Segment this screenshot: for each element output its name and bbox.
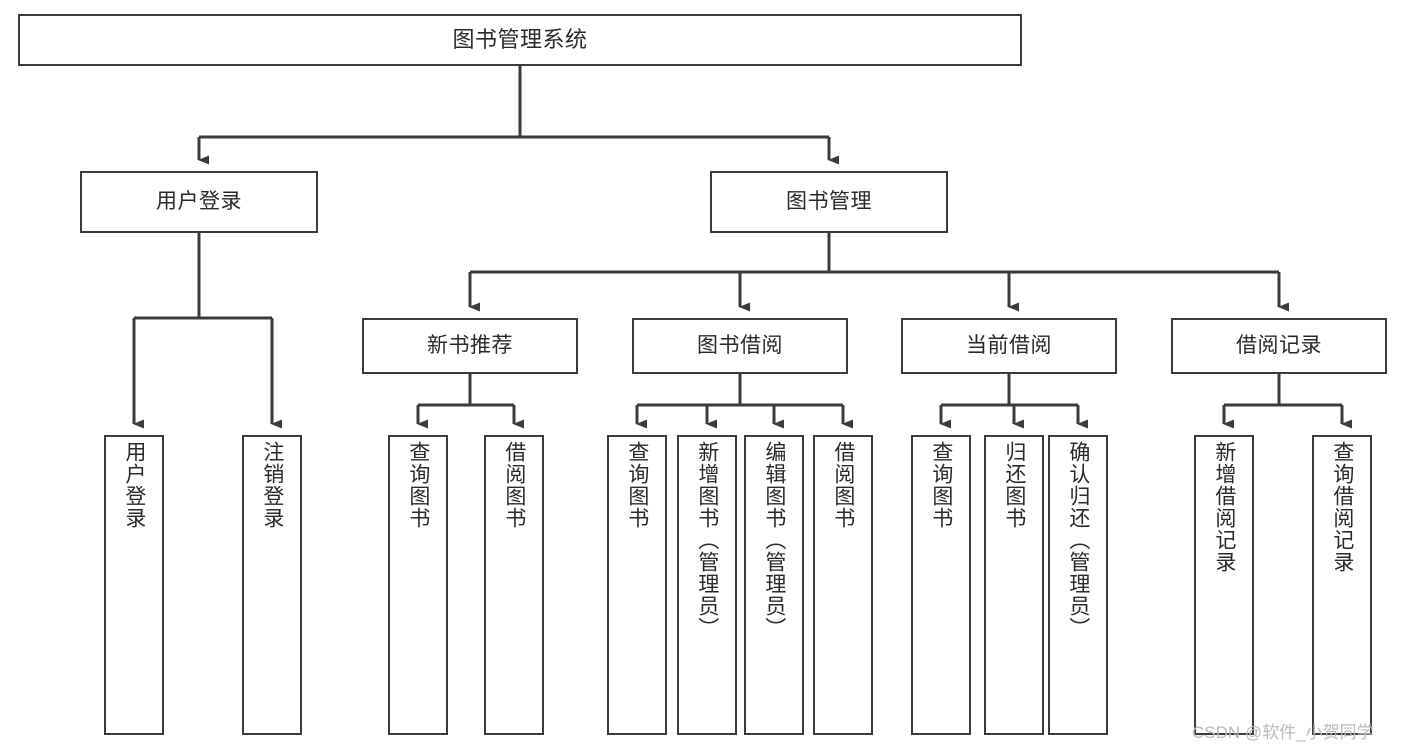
leaf-node-12: 查询借阅记录: [1312, 435, 1372, 735]
leaf-node-label: 查询图书: [406, 441, 430, 529]
level2-node-1: 图书管理: [710, 171, 948, 233]
leaf-node-0: 用户登录: [104, 435, 164, 735]
leaf-node-3: 借阅图书: [484, 435, 544, 735]
level2-node-label: 图书管理: [786, 190, 872, 214]
leaf-node-label: 借阅图书: [502, 441, 526, 529]
leaf-node-label: 归还图书: [1002, 441, 1026, 529]
leaf-node-label: 新增借阅记录: [1212, 441, 1236, 573]
leaf-node-11: 新增借阅记录: [1194, 435, 1254, 735]
level3-node-3: 借阅记录: [1171, 318, 1387, 374]
level2-node-label: 用户登录: [156, 190, 242, 214]
leaf-node-10: 确认归还（管理员）: [1048, 435, 1108, 735]
level3-node-label: 图书借阅: [697, 334, 783, 358]
root-node: 图书管理系统: [18, 14, 1022, 66]
root-node-label: 图书管理系统: [452, 26, 588, 52]
leaf-node-2: 查询图书: [388, 435, 448, 735]
leaf-node-label: 查询借阅记录: [1330, 441, 1354, 573]
level3-node-label: 当前借阅: [966, 334, 1052, 358]
level3-node-label: 新书推荐: [427, 334, 513, 358]
leaf-node-4: 查询图书: [607, 435, 667, 735]
level3-node-1: 图书借阅: [632, 318, 848, 374]
leaf-node-label: 借阅图书: [831, 441, 855, 529]
leaf-node-8: 查询图书: [911, 435, 971, 735]
leaf-node-label: 查询图书: [929, 441, 953, 529]
leaf-node-9: 归还图书: [984, 435, 1044, 735]
connector-lines: [132, 66, 1352, 429]
level3-node-label: 借阅记录: [1236, 334, 1322, 358]
level3-node-2: 当前借阅: [901, 318, 1117, 374]
leaf-node-5: 新增图书（管理员）: [677, 435, 737, 735]
leaf-node-1: 注销登录: [242, 435, 302, 735]
level3-node-0: 新书推荐: [362, 318, 578, 374]
leaf-node-label: 查询图书: [625, 441, 649, 529]
leaf-node-6: 编辑图书（管理员）: [744, 435, 804, 735]
leaf-node-label: 注销登录: [260, 441, 284, 529]
csdn-watermark: CSDN @软件_小贺同学: [1192, 723, 1374, 742]
leaf-node-label: 用户登录: [122, 441, 146, 529]
level2-node-0: 用户登录: [80, 171, 318, 233]
leaf-node-label: 确认归还（管理员）: [1066, 441, 1090, 639]
leaf-node-label: 编辑图书（管理员）: [762, 441, 786, 639]
leaf-node-label: 新增图书（管理员）: [695, 441, 719, 639]
leaf-node-7: 借阅图书: [813, 435, 873, 735]
